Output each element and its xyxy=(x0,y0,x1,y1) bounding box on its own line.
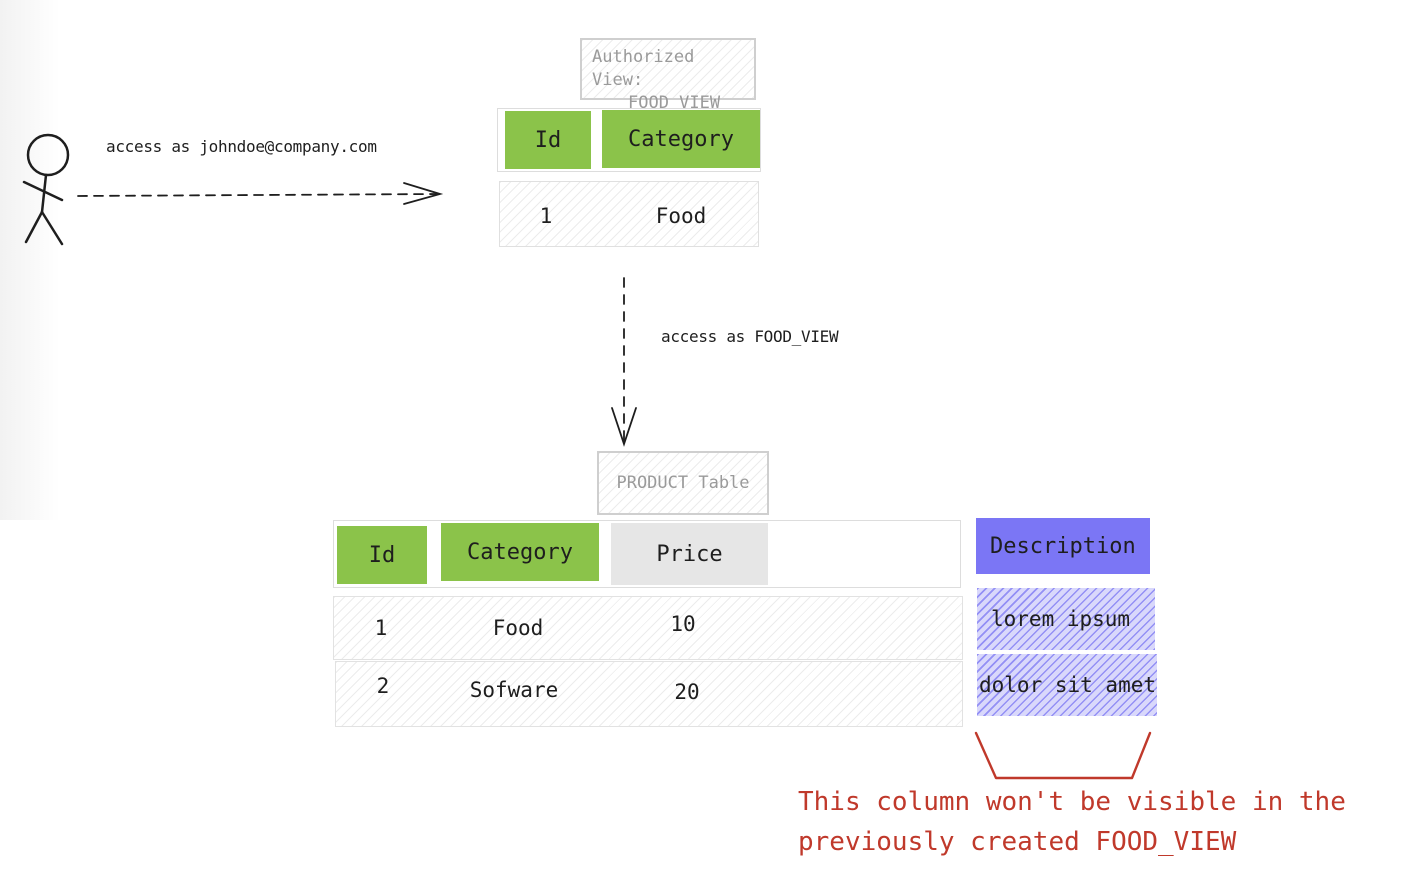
description-header: Description xyxy=(976,518,1150,574)
view-row xyxy=(499,181,759,247)
view-caption: Authorized View: FOOD_VIEW xyxy=(580,38,756,113)
product-cell-2-price: 20 xyxy=(674,680,700,704)
product-row-1 xyxy=(333,596,963,660)
product-row-2 xyxy=(335,661,963,727)
description-cell-2: dolor sit amet xyxy=(977,654,1157,716)
product-cell-2-id: 2 xyxy=(376,674,390,698)
view-caption-line1: Authorized View: xyxy=(592,47,695,90)
visibility-note: This column won't be visible in the prev… xyxy=(798,782,1398,862)
product-cell-1-category: Food xyxy=(492,616,544,640)
product-header-row xyxy=(333,520,961,588)
product-header-id: Id xyxy=(337,526,427,584)
access-as-user-label: access as johndoe@company.com xyxy=(106,137,377,156)
description-bracket xyxy=(974,731,1152,780)
view-header-category: Category xyxy=(602,110,760,168)
view-header-id: Id xyxy=(505,111,591,169)
visibility-note-line1: This column won't be visible in the xyxy=(798,787,1346,817)
user-to-view-arrow xyxy=(77,182,444,205)
user-stick-figure xyxy=(22,133,70,246)
product-header-category: Category xyxy=(441,523,599,581)
access-as-view-label: access as FOOD_VIEW xyxy=(661,327,839,346)
product-table-caption: PRODUCT Table xyxy=(597,451,769,515)
view-cell-category: Food xyxy=(655,204,707,228)
view-cell-id: 1 xyxy=(539,204,553,228)
product-header-price: Price xyxy=(611,523,768,585)
view-to-table-arrow xyxy=(611,277,637,447)
product-cell-2-category: Sofware xyxy=(469,678,559,702)
description-cell-1: lorem ipsum xyxy=(977,588,1155,650)
visibility-note-line2: previously created FOOD_VIEW xyxy=(798,827,1237,857)
canvas-shade xyxy=(0,0,60,520)
product-cell-1-price: 10 xyxy=(670,612,696,636)
product-cell-1-id: 1 xyxy=(374,616,388,640)
view-header-row xyxy=(497,108,761,172)
